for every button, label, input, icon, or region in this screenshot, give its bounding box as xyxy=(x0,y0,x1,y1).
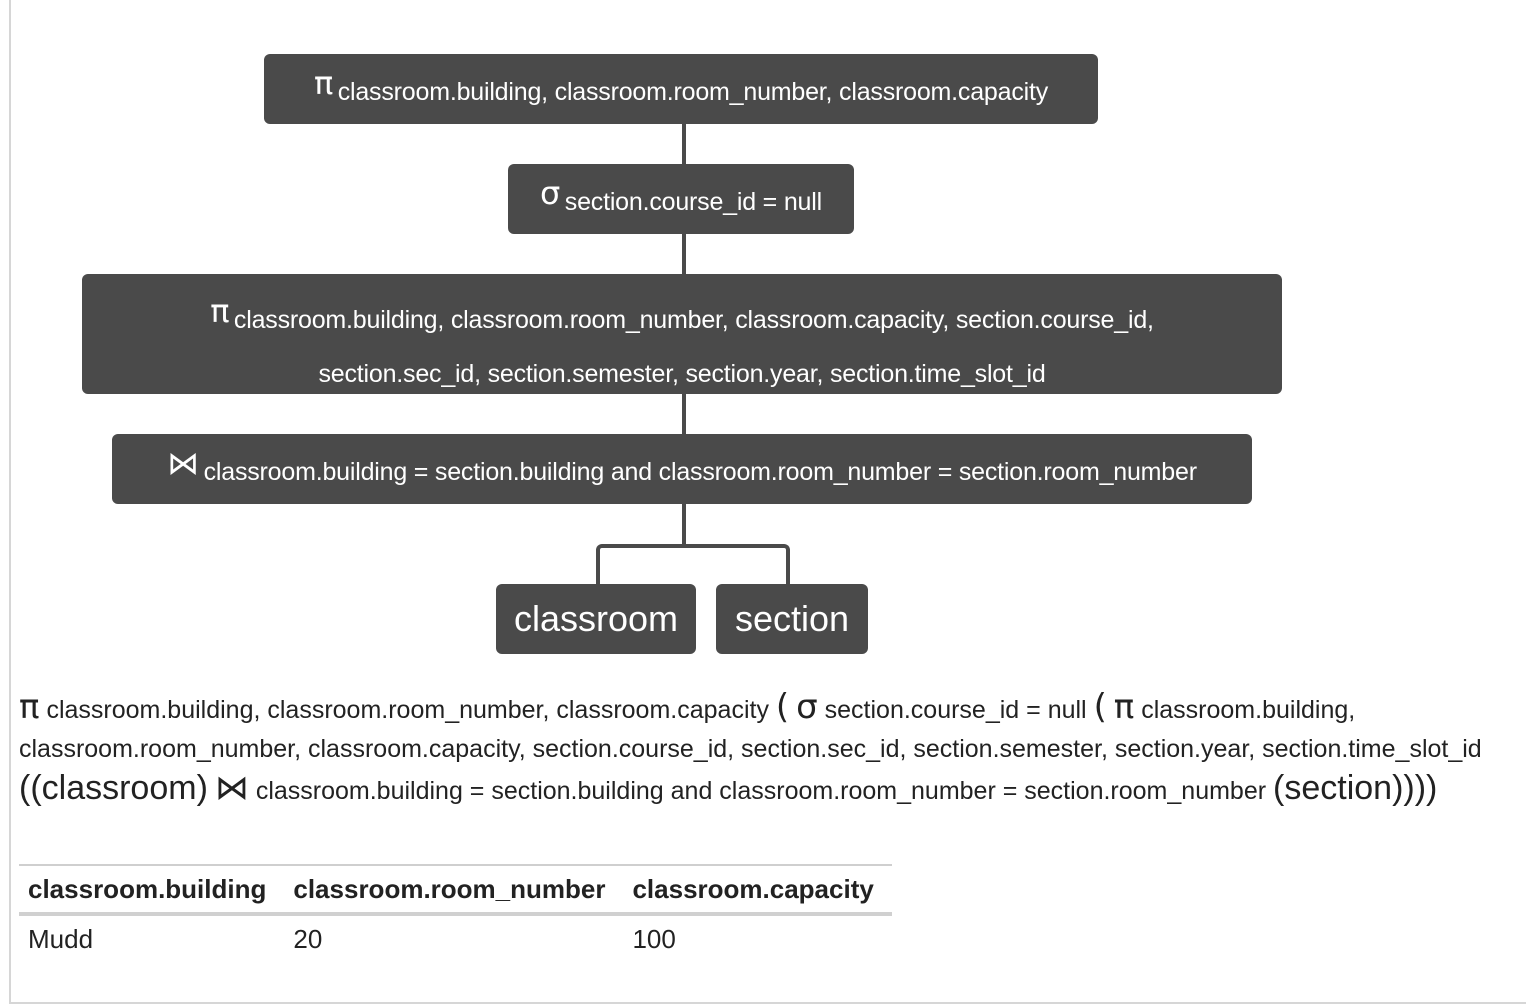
expression-relation-section: (section)))) xyxy=(1273,769,1438,807)
expression-relation-classroom: ((classroom) xyxy=(19,769,208,807)
edge-join-branch xyxy=(682,502,686,546)
column-header[interactable]: classroom.building xyxy=(19,864,285,916)
edge-project-join xyxy=(682,392,686,436)
selection-icon: σ xyxy=(540,174,561,212)
selection-node[interactable]: σ section.course_id = null xyxy=(508,164,854,234)
projection-node-top[interactable]: π classroom.building, classroom.room_num… xyxy=(264,54,1098,124)
edge-project-select xyxy=(682,122,686,166)
selection-args: section.course_id = null xyxy=(564,188,822,216)
edge-join-children xyxy=(596,544,790,584)
column-header[interactable]: classroom.capacity xyxy=(623,864,892,916)
expression-join-args: classroom.building = section.building an… xyxy=(255,777,1267,805)
open-paren: ( xyxy=(775,687,790,727)
table-row: Mudd 20 100 xyxy=(19,914,892,962)
table-cell: 100 xyxy=(632,923,676,954)
join-args: classroom.building = section.building an… xyxy=(203,458,1197,486)
projection-args: classroom.building, classroom.room_numbe… xyxy=(337,78,1049,106)
relation-label: section xyxy=(734,598,850,639)
relational-algebra-expression: π classroom.building, classroom.room_num… xyxy=(19,688,1499,811)
relation-node-section[interactable]: section xyxy=(716,584,868,654)
projection-icon: π xyxy=(313,64,334,102)
projection-icon: π xyxy=(1113,687,1135,727)
join-icon: ⋈ xyxy=(214,768,249,808)
projection-icon: π xyxy=(19,687,40,727)
relation-label: classroom xyxy=(513,598,679,639)
expression-projection-args: classroom.building, classroom.room_numbe… xyxy=(46,696,769,724)
join-icon: ⋈ xyxy=(167,444,200,482)
projection-args-line2: section.sec_id, section.semester, sectio… xyxy=(318,360,1046,388)
projection-args-line1: classroom.building, classroom.room_numbe… xyxy=(233,306,1154,334)
result-table: classroom.building classroom.room_number… xyxy=(19,864,892,962)
expression-selection-args: section.course_id = null xyxy=(824,696,1087,724)
table-cell: Mudd xyxy=(28,923,94,954)
open-paren: ( xyxy=(1093,687,1107,727)
edge-select-project xyxy=(682,232,686,276)
selection-icon: σ xyxy=(796,687,818,727)
column-header[interactable]: classroom.room_number xyxy=(284,864,624,916)
relation-node-classroom[interactable]: classroom xyxy=(496,584,696,654)
join-node[interactable]: ⋈ classroom.building = section.building … xyxy=(112,434,1252,504)
table-cell: 20 xyxy=(293,923,323,954)
output-panel xyxy=(9,0,1526,1004)
projection-icon: π xyxy=(210,292,230,330)
projection-node-inner[interactable]: π classroom.building, classroom.room_num… xyxy=(82,274,1282,394)
table-header-row: classroom.building classroom.room_number… xyxy=(19,864,892,916)
expression-projection-args: classroom.building, classroom.room_numbe… xyxy=(19,696,1482,763)
